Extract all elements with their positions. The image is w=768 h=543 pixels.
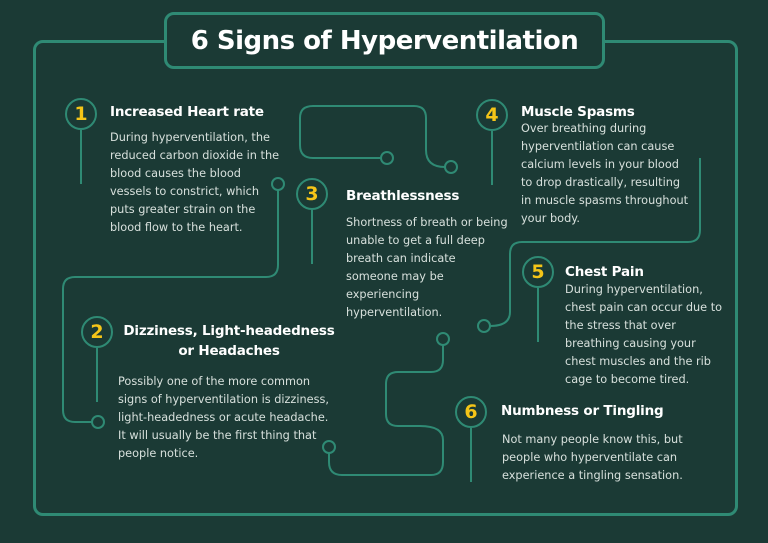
sign-number-badge: 5	[522, 256, 554, 288]
sign-description: Not many people know this, but people wh…	[502, 433, 683, 482]
badge-stem	[470, 428, 472, 482]
sign-number-badge: 6	[455, 396, 487, 428]
connector-node	[444, 160, 458, 174]
connector-4-to-5	[489, 158, 701, 327]
connector-node	[380, 151, 394, 165]
connector-node	[91, 415, 105, 429]
badge-stem	[537, 288, 539, 342]
connector-3-to-6	[328, 345, 444, 476]
page-title: 6 Signs of Hyperventilation	[190, 25, 579, 56]
badge-stem	[491, 131, 493, 185]
sign-number-badge: 2	[81, 316, 113, 348]
badge-stem	[96, 348, 98, 402]
connector-node	[271, 177, 285, 191]
sign-number-badge: 4	[476, 99, 508, 131]
sign-heading: Increased Heart rate	[110, 104, 264, 120]
badge-stem	[311, 210, 313, 264]
sign-heading: Numbness or Tingling	[501, 403, 664, 419]
connector-1-to-2	[62, 190, 279, 423]
sign-heading: Chest Pain	[565, 264, 644, 280]
sign-description: During hyperventilation, chest pain can …	[565, 283, 723, 386]
sign-description: Shortness of breath or being unable to g…	[346, 216, 508, 319]
sign-heading: Breathlessness	[346, 188, 460, 204]
sign-number-badge: 1	[65, 98, 97, 130]
connector-node	[322, 440, 336, 454]
connector-node	[436, 332, 450, 346]
sign-description: Over breathing during hyperventilation c…	[521, 122, 689, 225]
connector-node	[477, 319, 491, 333]
sign-number-badge: 3	[296, 178, 328, 210]
connector-top-loop	[299, 105, 446, 168]
sign-heading: Dizziness, Light-headedness or Headaches	[123, 323, 335, 359]
title-banner: 6 Signs of Hyperventilation	[164, 12, 605, 69]
sign-description: Possibly one of the more common signs of…	[118, 375, 329, 460]
badge-stem	[80, 130, 82, 184]
sign-heading: Muscle Spasms	[521, 104, 635, 120]
sign-description: During hyperventilation, the reduced car…	[110, 131, 280, 234]
